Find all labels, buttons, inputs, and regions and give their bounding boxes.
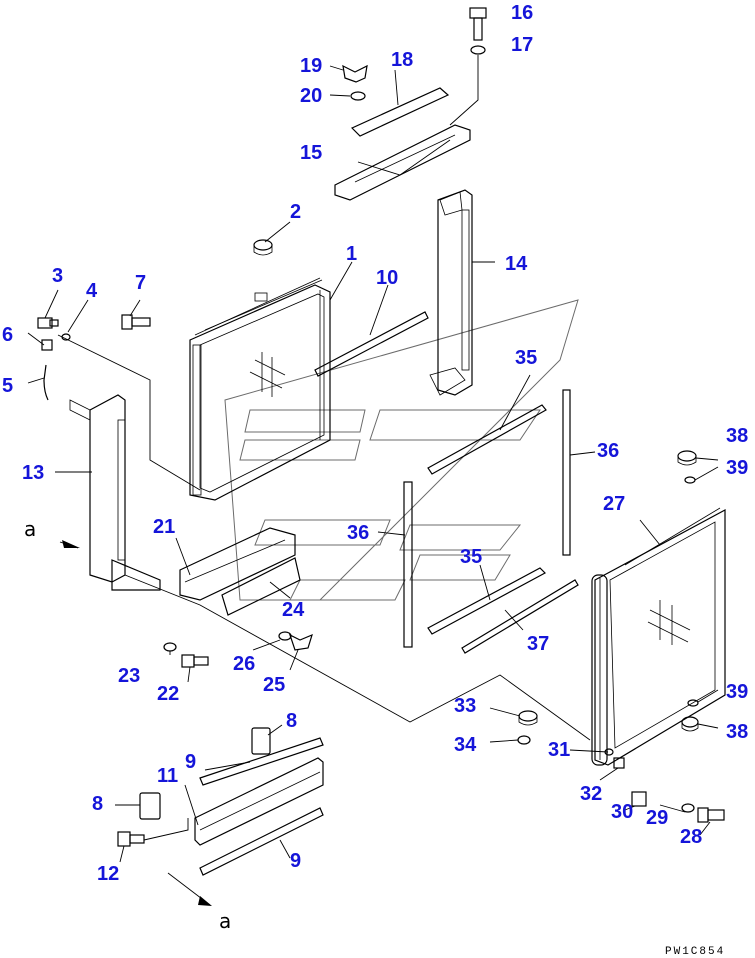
cap-38-bottom [681,716,699,732]
view-marker-upper: a [24,517,36,541]
callout-10: 10 [376,267,398,289]
bolt-12 [117,831,145,847]
callout-26: 26 [233,653,255,675]
callout-16: 16 [511,2,533,24]
seal-35-upper [427,404,547,475]
callout-39-bottom: 39 [726,681,748,703]
cap-38-top [677,450,697,466]
washer-20 [350,91,366,101]
callout-8-lower: 8 [92,793,103,815]
callout-27: 27 [603,493,625,515]
radiator-front [189,277,331,501]
view-marker-lower: a [219,909,231,933]
plug-30 [631,791,647,807]
callout-21: 21 [153,516,175,538]
callout-7: 7 [135,272,146,294]
callout-36-left: 36 [347,522,369,544]
radiator-rear [591,507,726,766]
callout-12: 12 [97,863,119,885]
leader-lines [27,55,719,906]
hose-clamp [41,339,53,351]
o-ring-34 [517,735,531,745]
callout-3: 3 [52,265,63,287]
stay-15 [334,124,471,201]
seal-8-upper [251,727,271,755]
washer-17 [470,45,486,55]
guard-24 [221,557,301,616]
seal-37 [461,579,579,654]
callout-8-upper: 8 [286,710,297,732]
drain-valve [37,317,59,329]
washer-26 [278,631,292,641]
washer-29 [681,803,695,813]
callout-2: 2 [290,201,301,223]
callout-30: 30 [611,801,633,823]
seal-9-upper [199,737,324,786]
plate-18 [350,87,450,137]
callout-11: 11 [157,765,178,787]
view-arrow-upper [62,540,80,548]
wing-nut-19 [342,64,368,83]
seal-bar-10 [314,311,429,377]
frame-11 [194,757,324,846]
bolt-28 [697,807,725,823]
callout-14: 14 [505,253,528,275]
side-bracket-left [69,394,161,591]
view-arrow-lower [198,896,212,906]
callout-19: 19 [300,55,322,77]
bolt-16 [469,7,487,41]
callout-6: 6 [2,324,13,346]
callout-36-right: 36 [597,440,619,462]
callout-24: 24 [282,599,305,621]
callout-25: 25 [263,674,285,696]
callout-9-lower: 9 [290,850,301,872]
side-bracket-right [429,189,473,396]
cap-33 [518,710,538,726]
callout-28: 28 [680,826,702,848]
o-ring-39-bottom [687,699,699,707]
callout-1: 1 [346,243,357,265]
callout-37: 37 [527,633,549,655]
seal-35-lower [427,567,546,635]
wing-nut-25 [288,633,313,651]
callout-34: 34 [454,734,477,756]
callout-29: 29 [646,807,668,829]
callout-23: 23 [118,665,140,687]
radiator-cap [253,239,273,256]
bolt-7 [121,314,151,330]
seal-9-lower [199,807,324,876]
callout-4: 4 [86,280,98,302]
callout-5: 5 [2,375,13,397]
callout-20: 20 [300,85,322,107]
o-ring-39-top [684,476,696,484]
callout-38-bottom: 38 [726,721,748,743]
bolt-22 [181,654,209,668]
plug-32 [613,757,625,769]
figure-code: PW1C854 [665,946,725,958]
seal-36-left [403,481,413,648]
callout-18: 18 [391,49,413,71]
drain-hose [43,364,49,401]
callout-9-upper: 9 [185,751,196,773]
guard-21 [179,527,296,601]
callout-13: 13 [22,462,44,484]
callout-35-lower: 35 [460,546,482,568]
seal-8-lower [139,792,161,820]
callout-32: 32 [580,783,602,805]
washer-23 [163,642,177,652]
callout-31: 31 [548,739,570,761]
callout-15: 15 [300,142,322,164]
callout-35-upper: 35 [515,347,537,369]
callout-17: 17 [511,34,533,56]
watermark-logo [224,299,579,601]
callout-33: 33 [454,695,476,717]
callout-38-top: 38 [726,425,748,447]
callout-39-top: 39 [726,457,748,479]
seal-36-right [562,389,571,556]
callout-22: 22 [157,683,179,705]
